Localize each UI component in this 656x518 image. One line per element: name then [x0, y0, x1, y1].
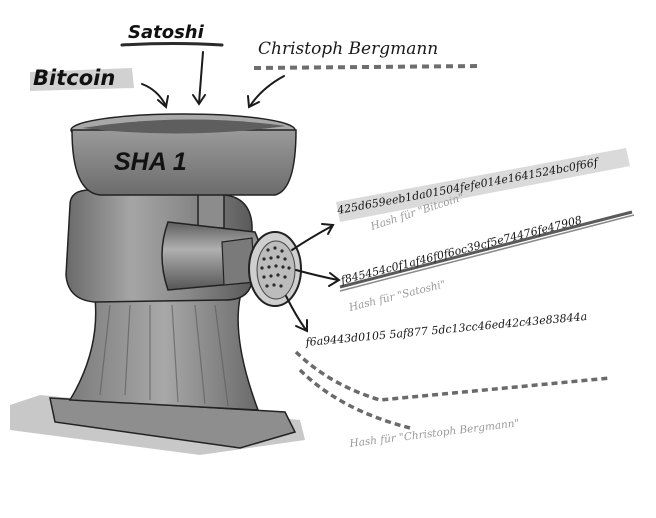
hopper-opening — [82, 119, 286, 134]
arrow-bitcoin-head — [157, 95, 169, 109]
arrow-hash1 — [291, 225, 333, 251]
hash3-underline-lower — [298, 368, 411, 430]
arrow-hash3-head — [295, 319, 308, 333]
satoshi-underline — [120, 42, 224, 47]
grinder: SHA 1 — [10, 113, 305, 455]
arrow-christoph-head — [247, 95, 260, 109]
hash2-caption: Hash für "Satoshi" — [347, 278, 447, 314]
grinder-holes — [260, 246, 291, 288]
hash1-highlight — [336, 148, 630, 222]
arrow-hash2 — [295, 269, 339, 281]
hash1-value: 425d659eeb1da01504fefe014e1641524bc0f66f — [335, 156, 600, 218]
satoshi-label: Satoshi — [128, 22, 205, 43]
bitcoin-label: Bitcoin — [33, 66, 115, 90]
hash2-underline — [339, 210, 633, 289]
hash3-caption: Hash für "Christoph Bergmann" — [348, 417, 520, 450]
arrow-satoshi-head — [192, 94, 206, 106]
bitcoin-highlight — [30, 68, 134, 91]
input-christoph: Christoph Bergmann — [253, 39, 481, 70]
input-satoshi: Satoshi — [120, 22, 224, 47]
hash2-bar — [339, 214, 635, 292]
input-arrows — [141, 51, 285, 109]
arrow-bitcoin — [141, 83, 167, 107]
stand-strokes — [99, 304, 229, 407]
arrow-hash2-head — [328, 272, 341, 287]
arrow-satoshi — [198, 51, 204, 104]
arrow-christoph — [249, 75, 285, 107]
output-arrows — [285, 223, 341, 333]
christoph-label: Christoph Bergmann — [258, 39, 438, 59]
machine-label: SHA 1 — [114, 148, 187, 176]
grinder-stand — [68, 297, 260, 411]
grinder-end-plate-inner — [256, 240, 296, 300]
arrow-hash1-head — [321, 223, 335, 235]
hopper-body — [71, 129, 297, 196]
input-bitcoin: Bitcoin — [30, 66, 134, 91]
output-hash-1: 425d659eeb1da01504fefe014e1641524bc0f66f… — [335, 148, 630, 233]
arrow-hash3 — [285, 295, 307, 331]
output-hash-3: f6a9443d0105 5af877 5dc13cc46ed42c43e838… — [294, 310, 611, 450]
christoph-underline — [253, 64, 481, 70]
hash3-value: f6a9443d0105 5af877 5dc13cc46ed42c43e838… — [304, 310, 588, 349]
hash3-underline — [294, 350, 611, 402]
